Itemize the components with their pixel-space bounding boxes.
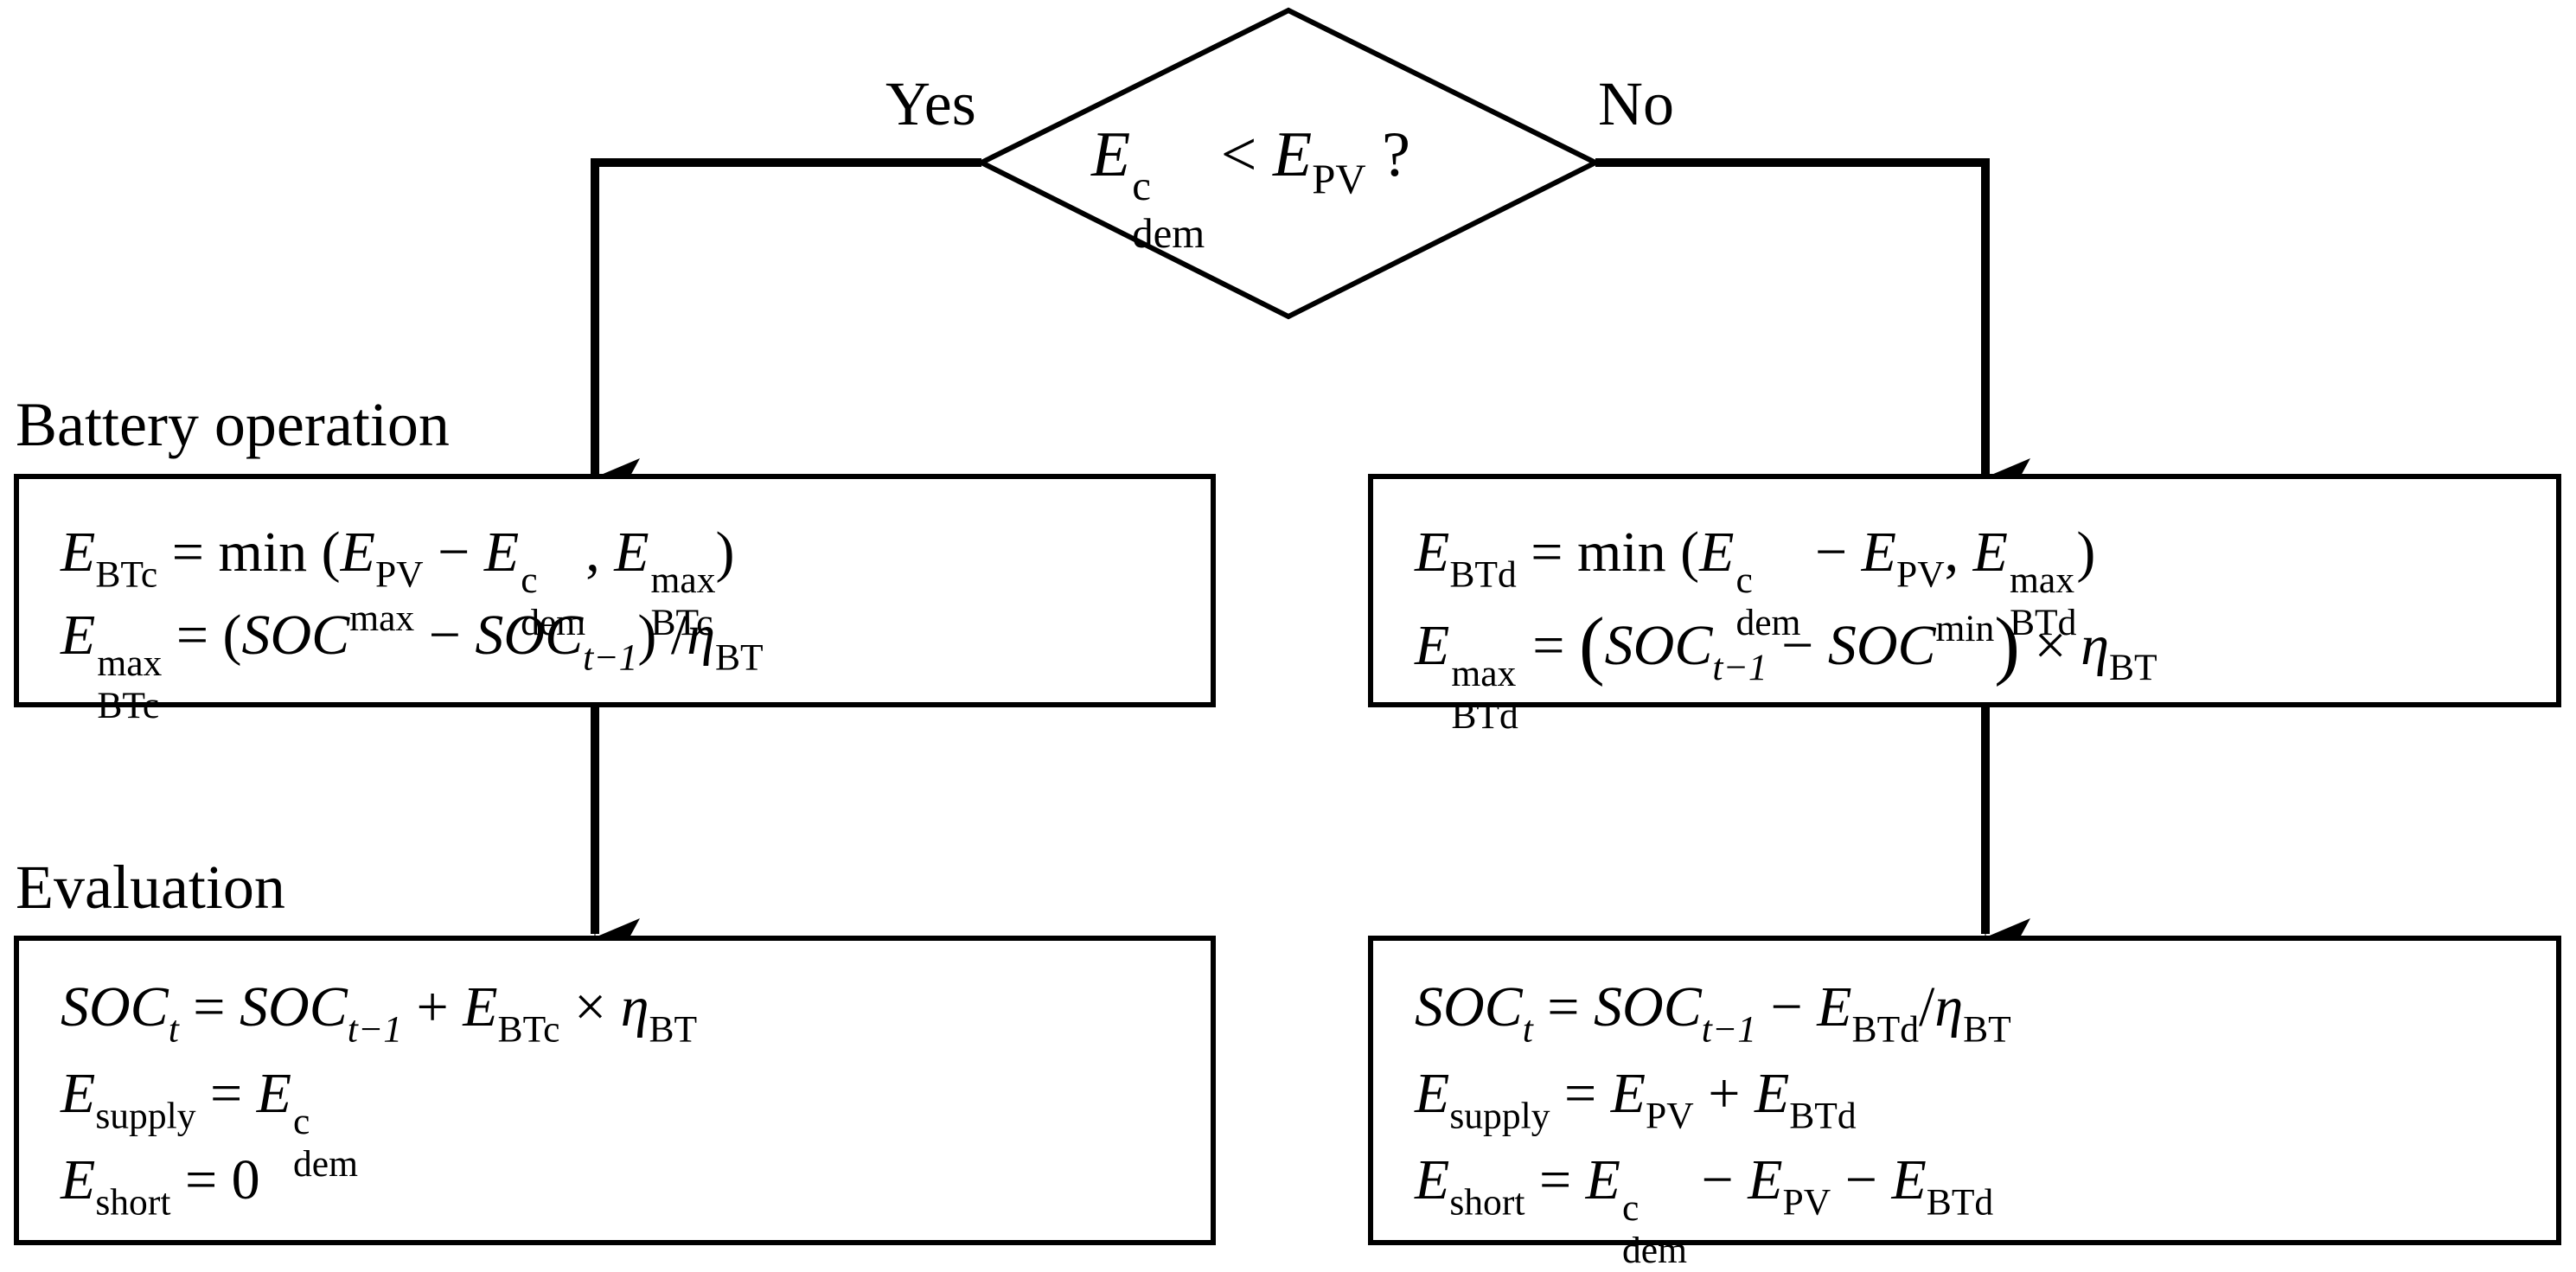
evaluation-discharge-box: SOCt = SOCt−1 − EBTd/ηBT Esupply = EPV +… xyxy=(1368,936,2561,1271)
section-label-battery-operation: Battery operation xyxy=(16,390,450,459)
yes-label: Yes xyxy=(885,69,976,138)
yes-connector xyxy=(591,158,981,474)
evaluation-discharge-equation-1: SOCt = SOCt−1 − EBTd/ηBT xyxy=(1415,975,2011,1051)
no-connector xyxy=(1595,158,1990,474)
section-label-evaluation: Evaluation xyxy=(16,853,285,922)
no-label: No xyxy=(1598,69,1674,138)
evaluation-charge-equation-3: Eshort = 0 xyxy=(61,1148,260,1224)
evaluation-charge-equation-1: SOCt = SOCt−1 + EBTc × ηBT xyxy=(61,975,698,1051)
decision-diamond xyxy=(975,7,1601,320)
evaluation-discharge-equation-2: Esupply = EPV + EBTd xyxy=(1415,1062,1857,1137)
